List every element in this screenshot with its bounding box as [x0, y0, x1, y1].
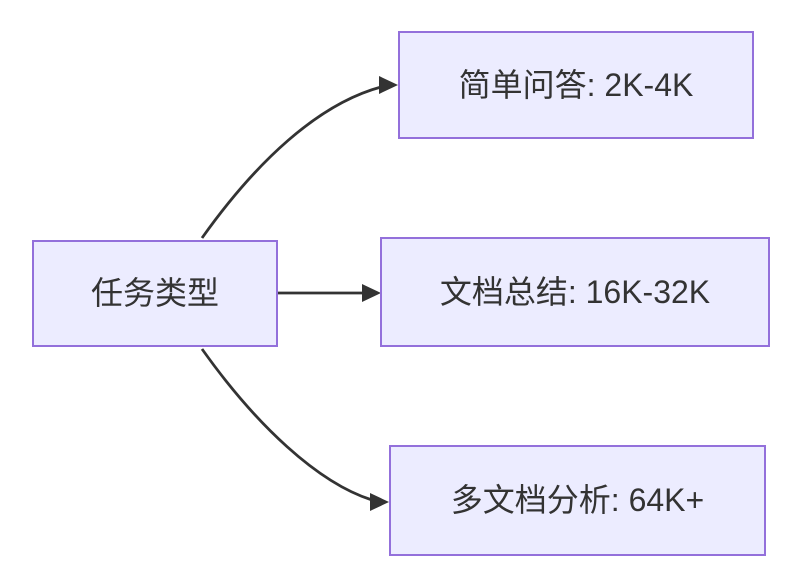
node-doc-summary[interactable]: 文档总结: 16K-32K — [380, 237, 770, 347]
edge-root-to-multi-doc — [200, 348, 373, 502]
arrowhead-doc-summary — [362, 284, 381, 302]
node-simple-qa[interactable]: 简单问答: 2K-4K — [398, 31, 754, 139]
node-doc-summary-label: 文档总结: 16K-32K — [439, 273, 711, 310]
edge-root-to-simple-qa — [200, 85, 382, 239]
node-task-type[interactable]: 任务类型 — [32, 240, 278, 347]
node-task-type-label: 任务类型 — [90, 275, 219, 312]
arrowhead-simple-qa — [379, 76, 398, 94]
arrowhead-multi-doc — [370, 493, 389, 511]
node-multi-doc[interactable]: 多文档分析: 64K+ — [389, 445, 766, 556]
node-multi-doc-label: 多文档分析: 64K+ — [450, 482, 705, 519]
node-simple-qa-label: 简单问答: 2K-4K — [458, 66, 694, 103]
